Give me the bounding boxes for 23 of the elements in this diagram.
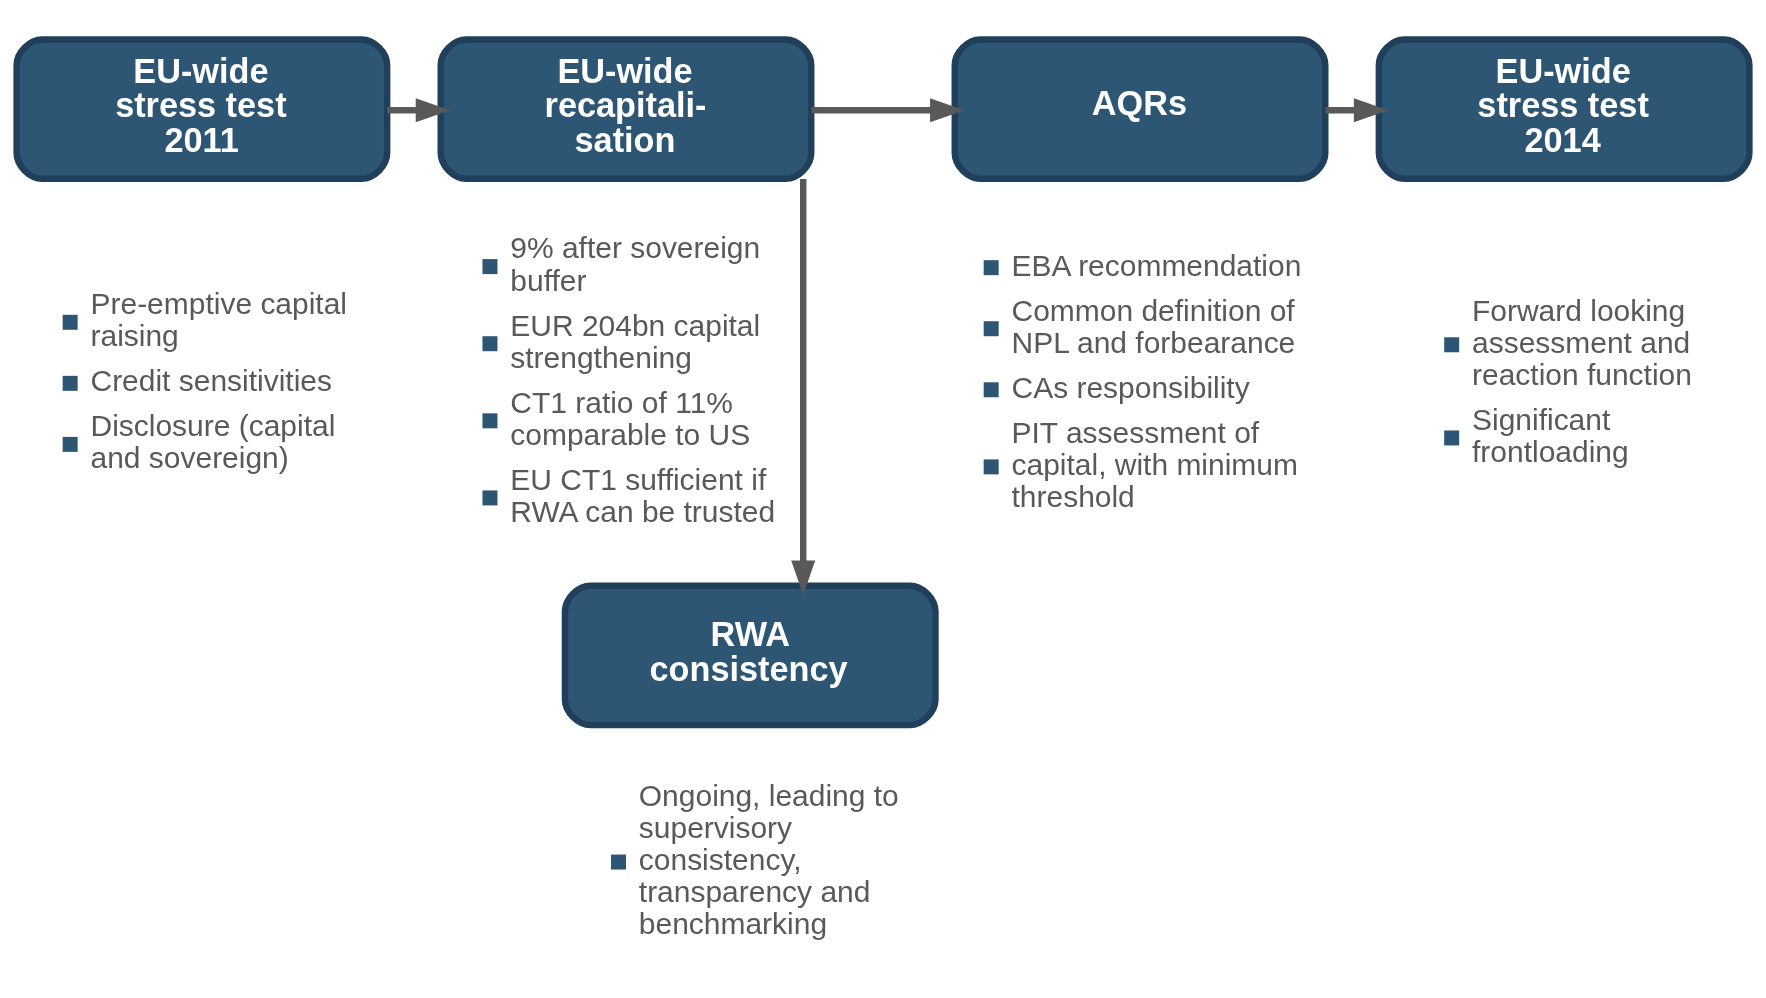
node-label: PIT assessment of capital, with minimum threshold [1011, 415, 1298, 513]
node-label: EUR 204bn capital strengthening [510, 308, 761, 374]
node-label: Forward looking assessment and reaction function [1472, 293, 1692, 391]
node-label: Disclosure (capital and sovereign) [90, 409, 336, 475]
arrow [791, 178, 816, 595]
arrow [811, 98, 965, 123]
node-box: AQRs [951, 36, 1329, 182]
node-box: EU-wide stress test 2011 [13, 36, 391, 182]
node-label: EU CT1 sufficient if RWA can be trusted [510, 462, 776, 528]
node-label: EBA recommendation [1011, 248, 1302, 282]
node-label: Common definition of NPL and forbearance [1011, 293, 1296, 359]
node-box: EU-wide recapitali- sation [437, 36, 815, 182]
node-label: Significant frontloading [1472, 402, 1629, 468]
node-label: Credit sensitivities [90, 364, 333, 398]
node-label: CT1 ratio of 11% comparable to US [510, 385, 751, 451]
node-box: RWA consistency [561, 582, 939, 729]
node-label: CAs responsibility [1011, 370, 1250, 404]
node-label: Ongoing, leading to supervisory consistency, transparency and benchmarking [638, 778, 899, 941]
node-label: 9% after sovereign buffer [510, 231, 761, 297]
arrow [387, 98, 451, 123]
node-label: Pre-emptive capital raising [90, 287, 348, 353]
arrow [1325, 98, 1389, 123]
node-box: EU-wide stress test 2014 [1375, 36, 1753, 182]
